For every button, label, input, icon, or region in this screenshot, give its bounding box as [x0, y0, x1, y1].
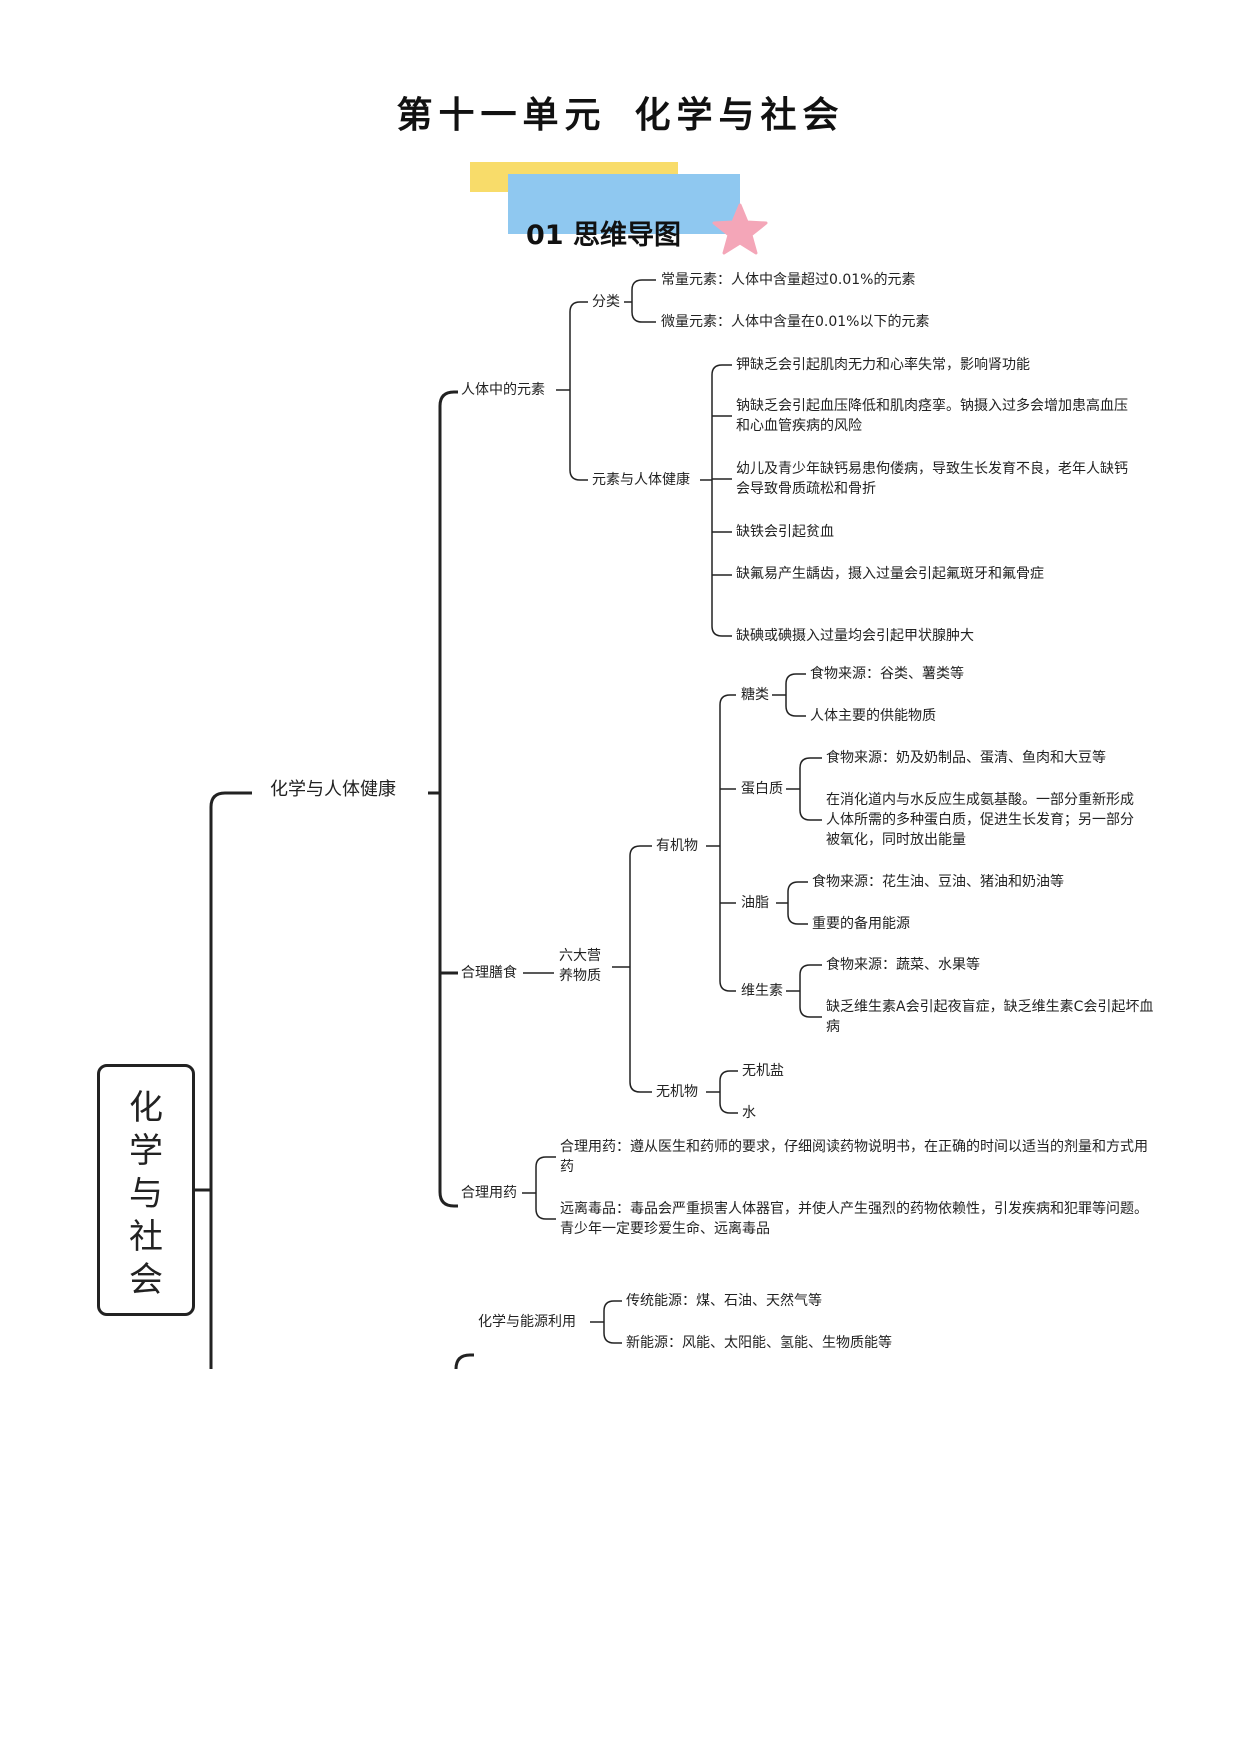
node-health-item: 钠缺乏会引起血压降低和肌肉痉挛。钠摄入过多会增加患高血压和心血管疾病的风险	[736, 398, 1128, 434]
node-balanced-diet: 合理膳食	[461, 965, 517, 981]
node-mineral-salt: 无机盐	[742, 1063, 784, 1079]
node-chem-health: 化学与人体健康	[270, 779, 396, 800]
node-vitamin-role: 缺乏维生素A会引起夜盲症，缺乏维生素C会引起坏血病	[826, 999, 1154, 1035]
node-health-item: 缺碘或碘摄入过量均会引起甲状腺肿大	[736, 628, 974, 644]
root-node: 化学与社会	[97, 1064, 195, 1316]
node-medicine-use: 合理用药：遵从医生和药师的要求，仔细阅读药物说明书，在正确的时间以适当的剂量和方…	[560, 1139, 1148, 1175]
node-sugar-source: 食物来源：谷类、薯类等	[810, 666, 964, 682]
node-protein-source: 食物来源：奶及奶制品、蛋清、鱼肉和大豆等	[826, 750, 1106, 766]
node-inorganic: 无机物	[656, 1084, 698, 1100]
node-health-item: 钾缺乏会引起肌肉无力和心率失常，影响肾功能	[736, 357, 1030, 373]
unit-number: 第十一单元	[396, 94, 607, 136]
unit-topic: 化学与社会	[634, 94, 845, 136]
node-protein: 蛋白质	[741, 781, 783, 797]
node-fat: 油脂	[741, 895, 769, 911]
node-traditional-energy: 传统能源：煤、石油、天然气等	[626, 1293, 822, 1309]
node-health-item: 缺铁会引起贫血	[736, 524, 834, 540]
node-rational-medicine: 合理用药	[461, 1185, 517, 1201]
node-new-energy: 新能源：风能、太阳能、氢能、生物质能等	[626, 1335, 892, 1351]
node-health-item: 缺氟易产生龋齿，摄入过量会引起氟斑牙和氟骨症	[736, 566, 1044, 582]
node-health-item: 幼儿及青少年缺钙易患佝偻病，导致生长发育不良，老年人缺钙会导致骨质疏松和骨折	[736, 461, 1128, 497]
node-energy-use: 化学与能源利用	[478, 1314, 576, 1330]
node-sugar-role: 人体主要的供能物质	[810, 708, 936, 724]
node-organic: 有机物	[656, 838, 698, 854]
node-protein-role: 在消化道内与水反应生成氨基酸。一部分重新形成人体所需的多种蛋白质，促进生长发育；…	[826, 792, 1134, 848]
node-sugar: 糖类	[741, 687, 769, 703]
root-node-label: 化学与社会	[129, 1088, 163, 1300]
node-vitamin-source: 食物来源：蔬菜、水果等	[826, 957, 980, 973]
page-title: 第十一单元化学与社会	[0, 86, 1241, 138]
star-icon	[712, 203, 768, 255]
node-body-elements: 人体中的元素	[461, 382, 545, 398]
node-element-health: 元素与人体健康	[592, 472, 690, 488]
node-fat-source: 食物来源：花生油、豆油、猪油和奶油等	[812, 874, 1064, 890]
node-classify: 分类	[592, 294, 620, 310]
banner-blue-bar	[508, 174, 740, 234]
section-heading: 01 思维导图	[526, 220, 681, 251]
node-water: 水	[742, 1105, 756, 1121]
node-stay-away-drugs: 远离毒品：毒品会严重损害人体器官，并使人产生强烈的药物依赖性，引发疾病和犯罪等问…	[560, 1201, 1148, 1237]
node-fat-role: 重要的备用能源	[812, 916, 910, 932]
node-vitamin: 维生素	[741, 983, 783, 999]
node-trace-elements: 微量元素：人体中含量在0.01%以下的元素	[661, 314, 930, 330]
node-major-elements: 常量元素：人体中含量超过0.01%的元素	[661, 272, 916, 288]
node-six-nutrients: 六大营养物质	[559, 948, 601, 984]
